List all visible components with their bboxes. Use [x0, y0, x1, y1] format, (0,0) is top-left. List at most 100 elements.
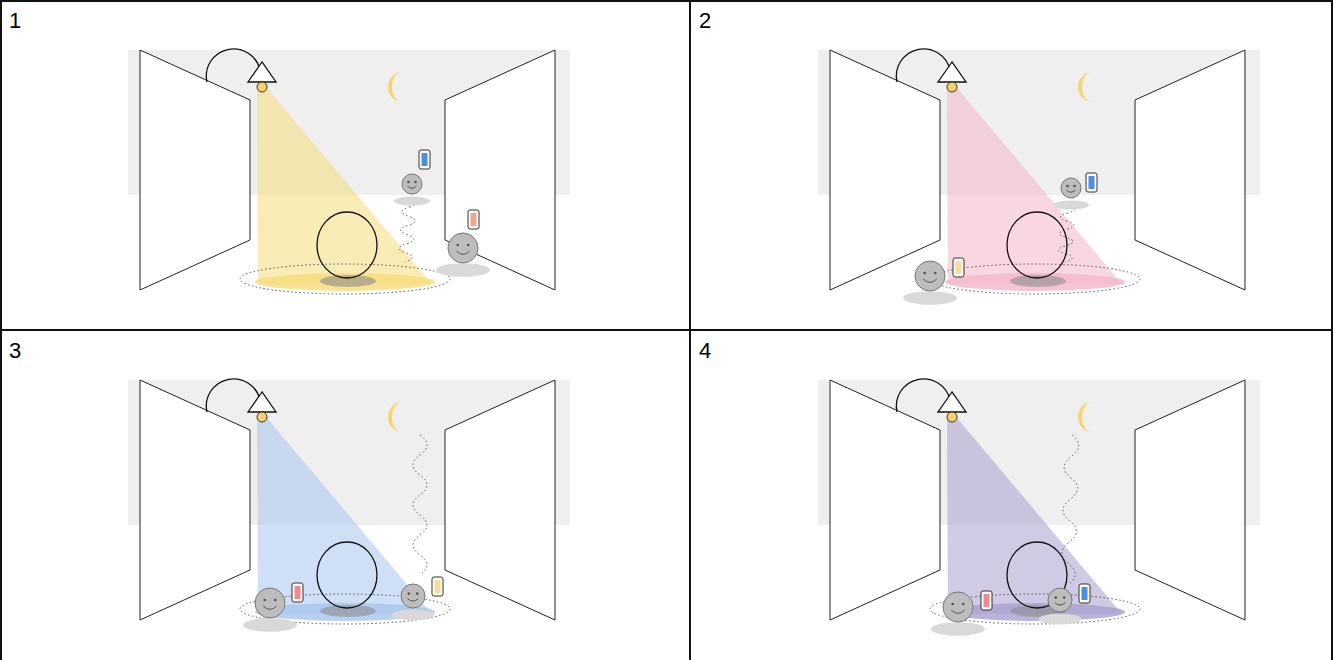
- phone: [953, 258, 964, 277]
- phone-screen: [956, 261, 962, 274]
- phone: [1086, 173, 1097, 192]
- person-face: [915, 261, 945, 291]
- lamp-bulb: [257, 82, 267, 92]
- eye: [962, 603, 965, 606]
- grid-line: [0, 0, 1333, 2]
- eye: [1066, 185, 1069, 188]
- phone: [1079, 584, 1090, 603]
- eye: [1073, 185, 1076, 188]
- light-pool: [255, 273, 435, 291]
- smile: [408, 598, 419, 601]
- person-face: [943, 592, 973, 622]
- face-shadow: [391, 610, 434, 621]
- scene: [128, 49, 570, 294]
- phone: [981, 591, 992, 610]
- lamp-bulb: [257, 412, 267, 422]
- ball-shadow: [320, 605, 376, 617]
- person-face: [448, 233, 478, 263]
- face-shadow: [1053, 201, 1089, 210]
- ball: [317, 212, 377, 278]
- panel-number: 4: [699, 340, 711, 362]
- scene: [128, 379, 570, 632]
- ball-shadow: [1010, 275, 1066, 287]
- eye: [1055, 596, 1058, 599]
- smile: [408, 186, 417, 188]
- eye: [407, 181, 410, 184]
- phone-screen: [422, 153, 428, 166]
- eye: [951, 603, 954, 606]
- phone-screen: [984, 594, 990, 607]
- moon: [1078, 72, 1092, 102]
- face-shadow: [931, 622, 985, 636]
- ball: [1007, 212, 1067, 278]
- lamp-shade: [248, 62, 276, 82]
- smile: [951, 610, 965, 613]
- smile: [456, 251, 470, 254]
- light-cone: [257, 88, 432, 284]
- smile: [923, 279, 937, 282]
- ball: [317, 542, 377, 608]
- light-cone: [947, 88, 1122, 284]
- smile: [1067, 190, 1076, 192]
- right-wall: [1135, 50, 1245, 290]
- moon: [1078, 402, 1092, 432]
- phone: [292, 583, 303, 602]
- phone-screen: [471, 213, 477, 226]
- eye: [263, 599, 266, 602]
- panel-number: 1: [9, 10, 21, 32]
- light-pool: [945, 273, 1125, 291]
- eye: [414, 181, 417, 184]
- face-shadow: [1038, 614, 1081, 625]
- lamp-bulb: [947, 82, 957, 92]
- phone: [432, 577, 443, 596]
- moon: [388, 402, 402, 432]
- left-wall: [140, 50, 250, 290]
- eye: [1063, 596, 1066, 599]
- light-cone: [947, 418, 1122, 614]
- walk-path: [240, 264, 450, 294]
- person-face: [255, 588, 285, 618]
- eye: [408, 592, 411, 595]
- person-face: [1061, 178, 1081, 198]
- smile: [263, 606, 277, 609]
- phone: [419, 150, 430, 169]
- light-cone: [257, 418, 432, 614]
- scene: [818, 379, 1260, 636]
- scene: [818, 49, 1260, 305]
- face-shadow: [394, 197, 430, 206]
- wander-path: [413, 435, 427, 575]
- phone: [468, 210, 479, 229]
- person-face: [1048, 588, 1072, 612]
- eye: [467, 244, 470, 247]
- ball-shadow: [320, 275, 376, 287]
- face-shadow: [903, 291, 957, 305]
- left-wall: [830, 50, 940, 290]
- panel-number: 2: [699, 10, 711, 32]
- left-wall: [830, 380, 940, 620]
- right-wall: [445, 50, 555, 290]
- eye: [923, 272, 926, 275]
- wander-path: [399, 198, 417, 262]
- grid-line: [0, 329, 1333, 331]
- phone-screen: [1082, 587, 1088, 600]
- phone-screen: [295, 586, 301, 599]
- right-wall: [1135, 380, 1245, 620]
- lamp-bulb: [947, 412, 957, 422]
- right-wall: [445, 380, 555, 620]
- eye: [274, 599, 277, 602]
- phone-screen: [1089, 176, 1095, 189]
- eye: [416, 592, 419, 595]
- person-face: [402, 174, 422, 194]
- lamp-shade: [938, 392, 966, 412]
- face-shadow: [243, 618, 297, 632]
- face-shadow: [436, 263, 490, 277]
- phone-screen: [435, 580, 441, 593]
- lamp-shade: [248, 392, 276, 412]
- eye: [934, 272, 937, 275]
- left-wall: [140, 380, 250, 620]
- panel-number: 3: [9, 340, 21, 362]
- eye: [456, 244, 459, 247]
- person-face: [401, 584, 425, 608]
